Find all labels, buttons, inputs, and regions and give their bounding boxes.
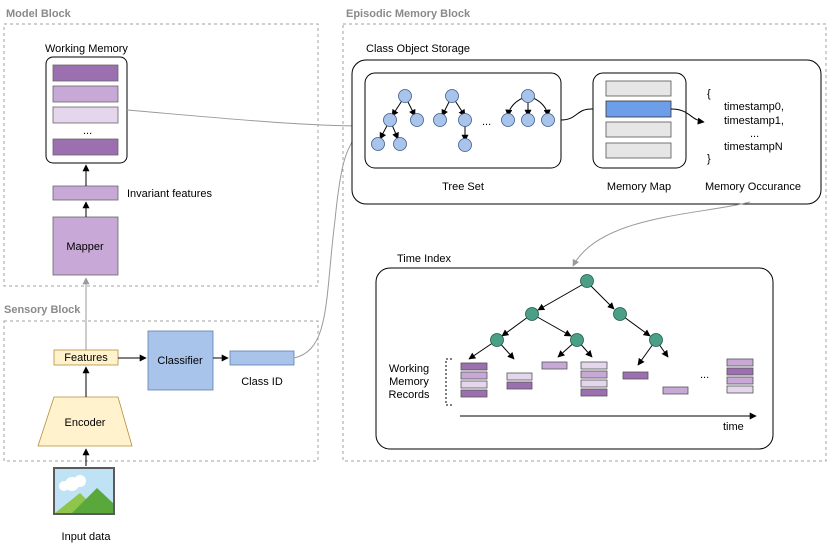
input-data-label: Input data (62, 531, 112, 543)
tree-set-label: Tree Set (442, 181, 484, 193)
records-ellipsis: ... (700, 369, 709, 381)
classifier-label: Classifier (157, 355, 203, 367)
tree-nodes (371, 89, 555, 152)
mapper-box (52, 216, 119, 276)
memory-occurance-label: Memory Occurance (705, 181, 801, 193)
records-label-line3: Records (389, 389, 430, 401)
memory-map-slot-3 (605, 121, 672, 138)
occ-brace-open: { (707, 88, 711, 100)
working-memory-records (460, 358, 754, 398)
occ-brace-close: } (707, 153, 711, 165)
arrow-map-to-occurance (670, 108, 705, 125)
wm-slot-1 (52, 64, 119, 82)
wm-slot-n (52, 138, 119, 156)
sensory-block-frame (3, 320, 319, 462)
arrow-tree-to-map (560, 108, 594, 121)
memory-map-slot-1 (605, 80, 672, 97)
records-bracket (445, 358, 452, 406)
wm-slot-3 (52, 106, 119, 124)
mapper-label: Mapper (66, 241, 104, 253)
classifier-box (147, 330, 214, 391)
tree-ellipsis: ... (482, 116, 491, 128)
time-index-tree-nodes (490, 274, 663, 347)
records-label-line1: Working (389, 363, 429, 375)
occ-timestamp1: timestamp1, (724, 115, 784, 127)
encoder-trapezoid (37, 396, 133, 447)
records-label-line2: Memory (389, 376, 429, 388)
episodic-block-title: Episodic Memory Block (346, 8, 471, 20)
class-id-box (229, 350, 295, 366)
occ-timestamp0: timestamp0, (724, 101, 784, 113)
features-label: Features (64, 352, 108, 364)
invariant-features-bar (52, 185, 119, 201)
model-block-title: Model Block (6, 8, 72, 20)
wm-ellipsis: ... (83, 125, 92, 137)
encoder-label: Encoder (65, 417, 106, 429)
invariant-features-label: Invariant features (127, 188, 212, 200)
arrow-classid-to-storage (293, 127, 367, 359)
storage-title: Class Object Storage (366, 43, 470, 55)
occ-timestampN: timestampN (724, 141, 783, 153)
memory-map-slot-2 (605, 100, 672, 118)
input-image-icon (53, 467, 115, 515)
time-index-title: Time Index (397, 253, 452, 265)
sensory-block-title: Sensory Block (4, 304, 81, 316)
memory-map-slot-4 (605, 142, 672, 159)
time-axis-label: time (723, 421, 744, 433)
arrow-storage-to-time-index (572, 201, 751, 267)
arrow-wm-to-storage (126, 109, 367, 130)
working-memory-label: Working Memory (45, 43, 128, 55)
episodic-block-frame (342, 23, 827, 462)
memory-map-label: Memory Map (607, 181, 671, 193)
time-index-box (375, 267, 774, 450)
occ-ellipsis: ... (750, 128, 759, 140)
model-block-frame (3, 23, 319, 287)
wm-slot-2 (52, 85, 119, 103)
class-id-label: Class ID (241, 376, 283, 388)
